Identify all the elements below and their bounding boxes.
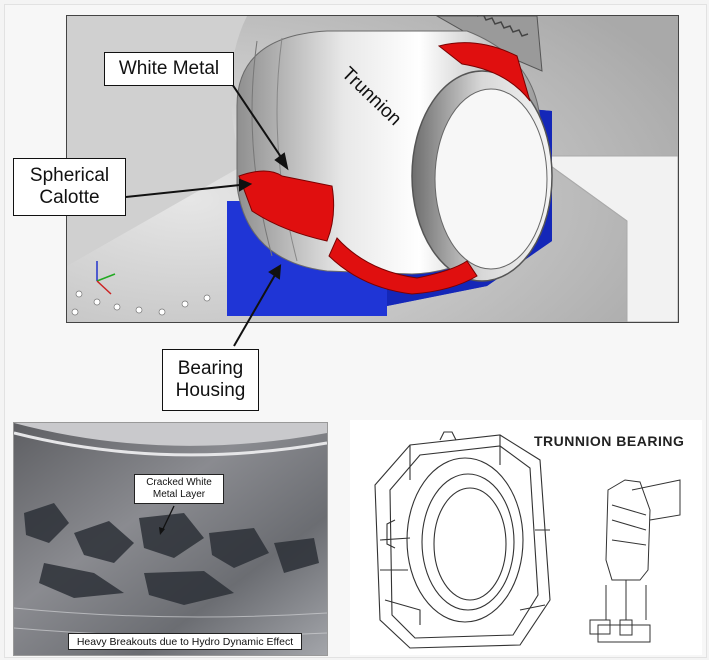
cracked-note-line1: Cracked White xyxy=(146,477,212,488)
trunnion-bore-inner xyxy=(434,88,548,270)
bolt-holes xyxy=(71,290,211,316)
spherical-calotte-line1: Spherical xyxy=(29,165,110,186)
cracked-note-line2: Metal Layer xyxy=(152,489,206,500)
damage-photo-image xyxy=(14,423,327,655)
bearing-housing-line2: Housing xyxy=(175,380,246,401)
white-metal-label: White Metal xyxy=(104,52,234,86)
line-drawing xyxy=(374,431,681,649)
trunnion-ring-1 xyxy=(251,40,273,257)
spherical-calotte-line2: Calotte xyxy=(39,187,100,208)
bearing-assembly-sketch xyxy=(374,431,551,649)
white-metal-pad-top xyxy=(437,42,531,102)
drawing-title: TRUNNION BEARING xyxy=(534,433,685,449)
white-metal-text: White Metal xyxy=(118,58,220,79)
white-metal-pad-bottom xyxy=(328,237,478,295)
spherical-calotte-label: Spherical Calotte xyxy=(13,158,126,216)
photo-caption: Heavy Breakouts due to Hydro Dynamic Eff… xyxy=(68,633,302,650)
bearing-housing-line1: Bearing xyxy=(177,358,244,379)
section-view-sketch xyxy=(589,479,681,643)
damage-photo xyxy=(13,422,328,656)
trunnion-bearing-drawing xyxy=(350,420,702,655)
bore-rim xyxy=(14,423,327,446)
white-metal-pad-front xyxy=(238,170,335,242)
gear-teeth xyxy=(477,16,529,37)
axis-triad xyxy=(96,261,116,295)
breakout-patches xyxy=(24,503,319,605)
trunnion-ring-2 xyxy=(276,37,298,262)
pedestal-edge xyxy=(536,155,628,322)
cracked-white-metal-note: Cracked White Metal Layer xyxy=(134,474,224,504)
bearing-housing-label: Bearing Housing xyxy=(162,349,259,411)
callout-arrows xyxy=(125,83,289,347)
